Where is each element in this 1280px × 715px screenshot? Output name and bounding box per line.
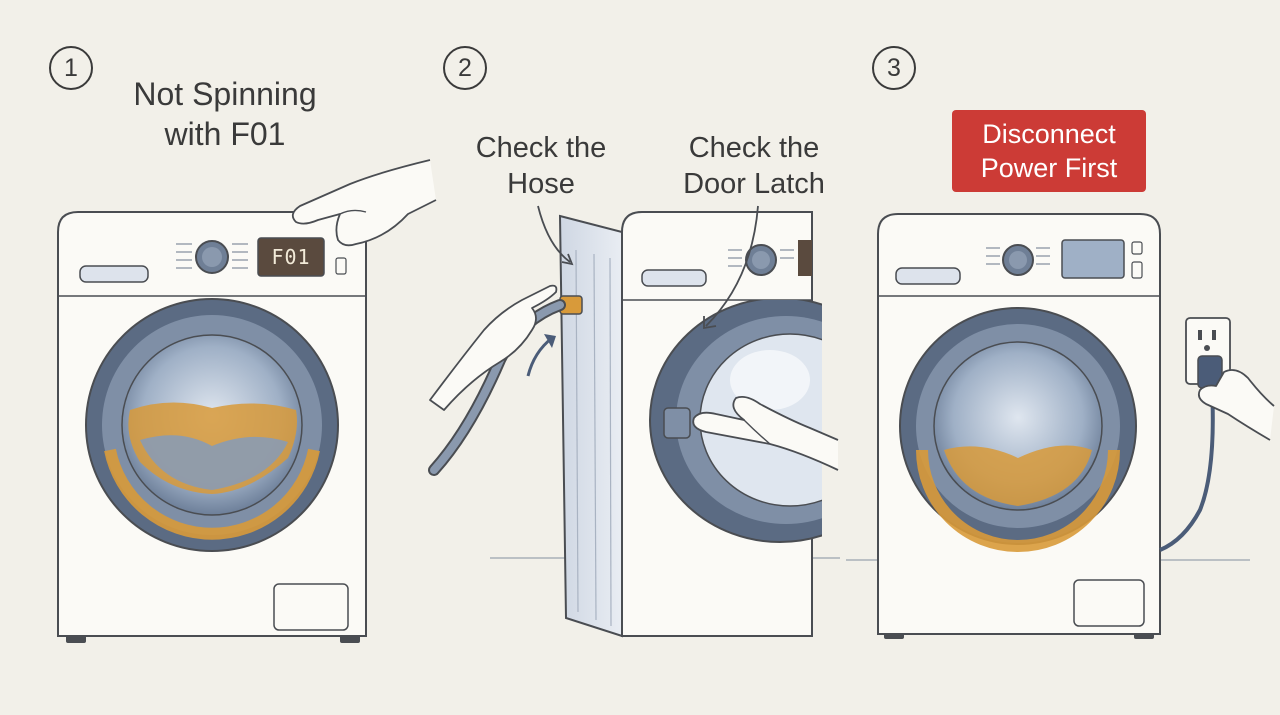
panel-1-title-line-1: Not Spinning [133, 76, 317, 112]
washer-panel-2 [428, 205, 840, 638]
pointing-hand-icon [429, 284, 558, 411]
curved-arrow-icon [537, 205, 574, 266]
disconnect-power-warning: Disconnect Power First [952, 110, 1146, 192]
step-number-3: 3 [872, 46, 916, 90]
washer-panel-3 [846, 213, 1275, 639]
hose-callout: Check the Hose [460, 130, 622, 202]
step-number-2: 2 [443, 46, 487, 90]
step-number-1: 1 [49, 46, 93, 90]
door-latch-callout: Check the Door Latch [670, 130, 838, 202]
pointing-hand-icon [1197, 369, 1275, 441]
panel-1-title: Not Spinning with F01 [110, 74, 340, 154]
warning-line-1: Disconnect [982, 119, 1116, 149]
curved-arrow-icon [526, 334, 556, 377]
door-latch-callout-line-2: Door Latch [683, 168, 825, 200]
curved-arrow-icon [703, 205, 759, 330]
washer-panel-1: F01 [57, 159, 437, 643]
hose-callout-line-2: Hose [507, 168, 575, 200]
pointing-hand-icon [692, 395, 839, 471]
hose-callout-line-1: Check the [475, 132, 607, 164]
door-latch-callout-line-1: Check the [688, 132, 820, 164]
panel-1-title-line-2: with F01 [164, 116, 286, 152]
warning-line-2: Power First [980, 153, 1118, 183]
error-display-code: F01 [271, 245, 310, 269]
pointing-hand-icon [291, 159, 437, 247]
